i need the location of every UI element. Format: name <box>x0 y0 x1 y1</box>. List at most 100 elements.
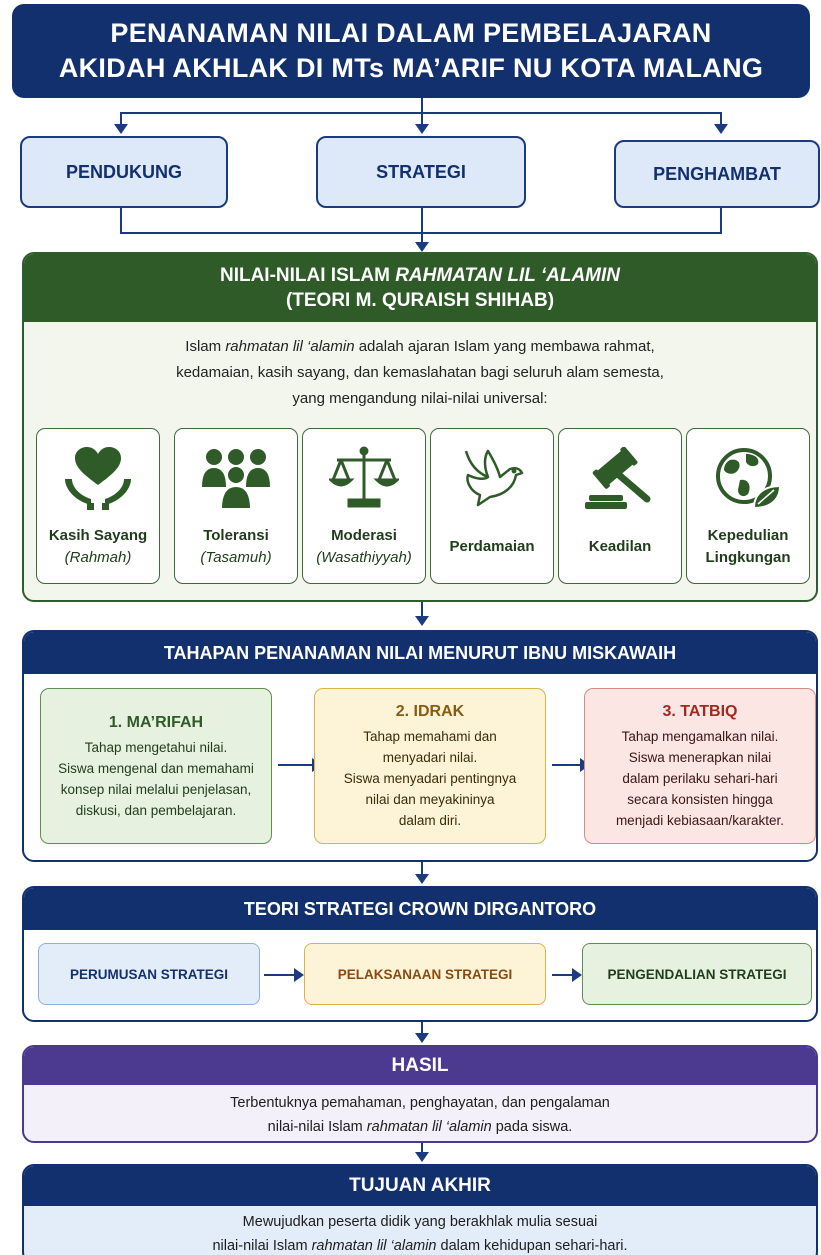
value-label: Keadilan <box>588 538 652 555</box>
stage-line: Siswa menerapkan nilai <box>628 750 772 765</box>
title-line-2: AKIDAH AKHLAK DI MTs MA’ARIF NU KOTA MAL… <box>58 53 764 83</box>
stage-line: Tahap memahami dan <box>363 729 497 744</box>
connector-line <box>720 112 722 126</box>
islam-values-title-prefix: NILAI-NILAI ISLAM <box>219 265 396 286</box>
stage-title: 2. IDRAK <box>395 703 465 720</box>
connector-line <box>120 112 122 126</box>
stage-line: dalam diri. <box>398 813 462 828</box>
arrow-right-icon <box>552 758 590 772</box>
strategy-section: TEORI STRATEGI CROWN DIRGANTORO PERUMUSA… <box>22 886 818 1022</box>
connector-line <box>421 1022 423 1034</box>
desc-line: yang mengandung nilai-nilai universal: <box>292 390 548 407</box>
arrow-down-icon <box>114 124 128 134</box>
strategy-pelaksanaan: PELAKSANAAN STRATEGI <box>304 943 546 1005</box>
title-line-1: PENANAMAN NILAI DALAM PEMBELAJARAN <box>110 18 712 48</box>
value-label: Kasih Sayang <box>48 527 148 544</box>
goal-italic: rahmatan lil ‘alamin <box>311 1238 437 1254</box>
stage-line: Tahap mengamalkan nilai. <box>621 729 779 744</box>
dove-icon <box>431 443 553 513</box>
stage-marifah: 1. MA’RIFAH Tahap mengetahui nilai. Sisw… <box>40 688 272 844</box>
factor-penghambat: PENGHAMBAT <box>614 140 820 208</box>
final-goal-body: Mewujudkan peserta didik yang berakhlak … <box>24 1210 816 1255</box>
globe-leaf-icon <box>687 443 809 513</box>
factor-strategi: STRATEGI <box>316 136 526 208</box>
result-line: Terbentuknya pemahaman, penghayatan, dan… <box>230 1095 610 1111</box>
arrow-down-icon <box>415 124 429 134</box>
value-sub: Lingkungan <box>705 549 791 566</box>
connector-line <box>421 98 423 114</box>
final-goal-section: TUJUAN AKHIR Mewujudkan peserta didik ya… <box>22 1164 818 1255</box>
final-goal-title: TUJUAN AKHIR <box>24 1166 816 1206</box>
goal-part: nilai-nilai Islam <box>212 1238 312 1254</box>
islam-values-section: NILAI-NILAI ISLAM RAHMATAN LIL ‘ALAMIN (… <box>22 252 818 602</box>
connector-line <box>421 112 423 126</box>
stage-line: diskusi, dan pembelajaran. <box>75 802 237 818</box>
value-label: Kepedulian <box>707 527 789 544</box>
arrow-down-icon <box>415 874 429 884</box>
islam-values-header: NILAI-NILAI ISLAM RAHMATAN LIL ‘ALAMIN (… <box>24 254 816 322</box>
stages-section: TAHAPAN PENANAMAN NILAI MENURUT IBNU MIS… <box>22 630 818 862</box>
stage-idrak: 2. IDRAK Tahap memahami dan menyadari ni… <box>314 688 546 844</box>
desc-line: kedamaian, kasih sayang, dan kemaslahata… <box>176 364 664 381</box>
connector-line <box>720 208 722 234</box>
arrow-right-icon <box>278 758 322 772</box>
value-sub: (Rahmah) <box>64 549 132 566</box>
people-group-icon <box>175 443 297 513</box>
goal-part: dalam kehidupan sehari-hari. <box>436 1238 628 1254</box>
value-card-toleransi: Toleransi (Tasamuh) <box>174 428 298 584</box>
connector-line <box>421 1143 423 1153</box>
page-title: PENANAMAN NILAI DALAM PEMBELAJARAN AKIDA… <box>12 4 810 98</box>
arrow-right-icon <box>552 968 582 982</box>
result-part: nilai-nilai Islam <box>267 1119 367 1135</box>
stage-line: konsep nilai melalui penjelasan, <box>60 781 252 797</box>
goal-line: Mewujudkan peserta didik yang berakhlak … <box>242 1214 598 1230</box>
islam-values-description: Islam rahmatan lil ‘alamin adalah ajaran… <box>24 334 816 412</box>
arrow-right-icon <box>264 968 304 982</box>
connector-line <box>421 862 423 876</box>
stage-line: menjadi kebiasaan/karakter. <box>615 813 785 828</box>
stage-title: 1. MA’RIFAH <box>108 713 204 731</box>
value-sub: (Wasathiyyah) <box>316 549 412 566</box>
result-section: HASIL Terbentuknya pemahaman, penghayata… <box>22 1045 818 1143</box>
arrow-down-icon <box>415 616 429 626</box>
stage-title: 3. TATBIQ <box>662 703 738 720</box>
connector-line <box>421 602 423 618</box>
desc-italic: rahmatan lil ‘alamin <box>225 338 355 355</box>
strategy-title: TEORI STRATEGI CROWN DIRGANTORO <box>24 888 816 930</box>
heart-hands-icon <box>37 443 159 513</box>
connector-line <box>421 208 423 242</box>
value-card-keadilan: Keadilan <box>558 428 682 584</box>
stage-line: secara konsisten hingga <box>627 792 773 807</box>
value-card-moderasi: Moderasi (Wasathiyyah) <box>302 428 426 584</box>
gavel-icon <box>559 443 681 513</box>
connector-line <box>120 232 722 234</box>
result-italic: rahmatan lil ‘alamin <box>366 1119 492 1135</box>
arrow-down-icon <box>415 242 429 252</box>
arrow-down-icon <box>415 1033 429 1043</box>
stage-line: Siswa menyadari pentingnya <box>343 771 517 786</box>
islam-values-title-italic: RAHMATAN LIL ‘ALAMIN <box>395 265 620 286</box>
value-sub: (Tasamuh) <box>200 549 272 566</box>
result-part: pada siswa. <box>491 1119 573 1135</box>
stages-title: TAHAPAN PENANAMAN NILAI MENURUT IBNU MIS… <box>24 632 816 674</box>
balance-scale-icon <box>303 443 425 513</box>
desc-part: Islam <box>185 338 226 355</box>
stage-line: Tahap mengetahui nilai. <box>84 739 228 755</box>
desc-part: adalah ajaran Islam yang membawa rahmat, <box>354 338 655 355</box>
arrow-down-icon <box>714 124 728 134</box>
strategy-perumusan: PERUMUSAN STRATEGI <box>38 943 260 1005</box>
value-label: Toleransi <box>203 527 269 544</box>
value-label: Moderasi <box>331 527 397 544</box>
factor-pendukung: PENDUKUNG <box>20 136 228 208</box>
stage-line: menyadari nilai. <box>382 750 478 765</box>
islam-values-title: NILAI-NILAI ISLAM RAHMATAN LIL ‘ALAMIN <box>220 263 620 288</box>
arrow-down-icon <box>415 1152 429 1162</box>
stage-tatbiq: 3. TATBIQ Tahap mengamalkan nilai. Siswa… <box>584 688 816 844</box>
strategy-pengendalian: PENGENDALIAN STRATEGI <box>582 943 812 1005</box>
stage-line: Siswa mengenal dan memahami <box>58 760 254 776</box>
value-label: Perdamaian <box>449 538 535 555</box>
value-card-kasih-sayang: Kasih Sayang (Rahmah) <box>36 428 160 584</box>
stage-line: nilai dan meyakininya <box>365 792 495 807</box>
result-title: HASIL <box>24 1047 816 1085</box>
